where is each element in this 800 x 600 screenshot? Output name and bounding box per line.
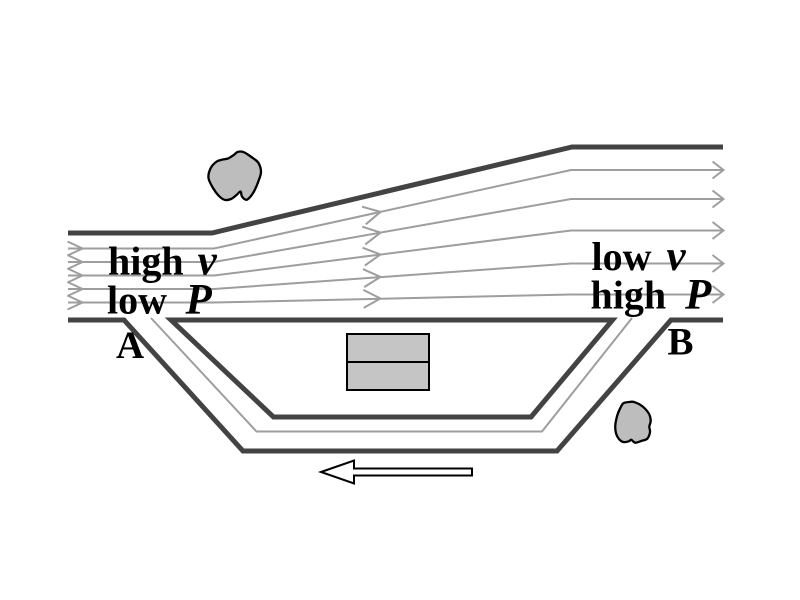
- svg-text:A: A: [116, 324, 144, 367]
- svg-text:low P: low P: [107, 277, 213, 324]
- svg-text:high v: high v: [108, 238, 218, 285]
- svg-text:low v: low v: [592, 233, 687, 280]
- svg-text:high P: high P: [591, 272, 713, 319]
- svg-text:B: B: [668, 321, 694, 364]
